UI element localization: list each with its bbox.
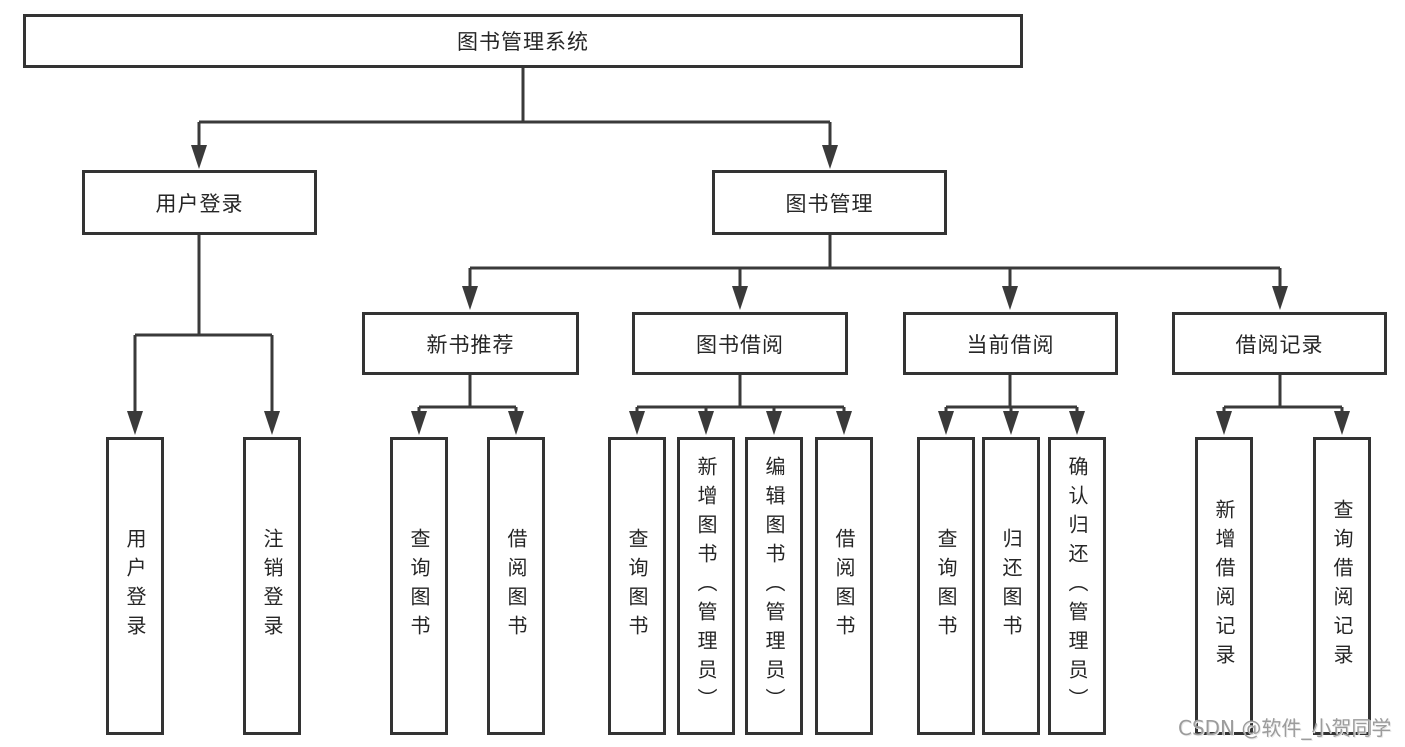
node-user-login-label: 用户登录 [155, 191, 244, 216]
leaf-add-borrow-record-label: 新增借阅记录 [1212, 499, 1236, 673]
leaf-query-books-3-label: 查询图书 [934, 528, 958, 644]
leaf-add-borrow-record: 新增借阅记录 [1195, 437, 1253, 735]
leaf-borrow-books-1-label: 借阅图书 [504, 528, 528, 644]
leaf-logout-label: 注销登录 [260, 528, 284, 644]
node-new-book-recommend: 新书推荐 [362, 312, 579, 375]
leaf-user-login-label: 用户登录 [123, 528, 147, 644]
leaf-add-books-admin-label: 新增图书（管理员） [694, 455, 718, 717]
leaf-query-books-3: 查询图书 [917, 437, 975, 735]
node-new-book-recommend-label: 新书推荐 [426, 332, 515, 357]
leaf-query-books-2-label: 查询图书 [625, 528, 649, 644]
csdn-watermark: CSDN @软件_小贺同学 [1178, 716, 1392, 740]
node-library-system-label: 图书管理系统 [457, 30, 589, 54]
leaf-query-books-2: 查询图书 [608, 437, 666, 735]
arrowheads [127, 145, 1350, 435]
leaf-add-books-admin: 新增图书（管理员） [677, 437, 735, 735]
leaf-return-books-label: 归还图书 [999, 528, 1023, 644]
leaf-borrow-books-2: 借阅图书 [815, 437, 873, 735]
leaf-query-borrow-record-label: 查询借阅记录 [1330, 499, 1354, 673]
leaf-logout: 注销登录 [243, 437, 301, 735]
leaf-borrow-books-2-label: 借阅图书 [832, 528, 856, 644]
leaf-query-books-1: 查询图书 [390, 437, 448, 735]
leaf-edit-books-admin: 编辑图书（管理员） [745, 437, 803, 735]
leaf-user-login: 用户登录 [106, 437, 164, 735]
node-book-management-label: 图书管理 [785, 191, 874, 216]
leaf-edit-books-admin-label: 编辑图书（管理员） [762, 455, 786, 717]
node-book-borrow: 图书借阅 [632, 312, 848, 375]
node-library-system: 图书管理系统 [23, 14, 1023, 68]
leaf-confirm-return-admin: 确认归还（管理员） [1048, 437, 1106, 735]
node-borrow-records-label: 借阅记录 [1235, 332, 1324, 357]
node-user-login: 用户登录 [82, 170, 317, 235]
node-borrow-records: 借阅记录 [1172, 312, 1387, 375]
leaf-return-books: 归还图书 [982, 437, 1040, 735]
leaf-query-borrow-record: 查询借阅记录 [1313, 437, 1371, 735]
node-current-borrow-label: 当前借阅 [966, 332, 1055, 357]
leaf-borrow-books-1: 借阅图书 [487, 437, 545, 735]
leaf-confirm-return-admin-label: 确认归还（管理员） [1065, 455, 1089, 717]
node-book-management: 图书管理 [712, 170, 947, 235]
node-current-borrow: 当前借阅 [903, 312, 1118, 375]
node-book-borrow-label: 图书借阅 [696, 332, 784, 357]
leaf-query-books-1-label: 查询图书 [407, 528, 431, 644]
